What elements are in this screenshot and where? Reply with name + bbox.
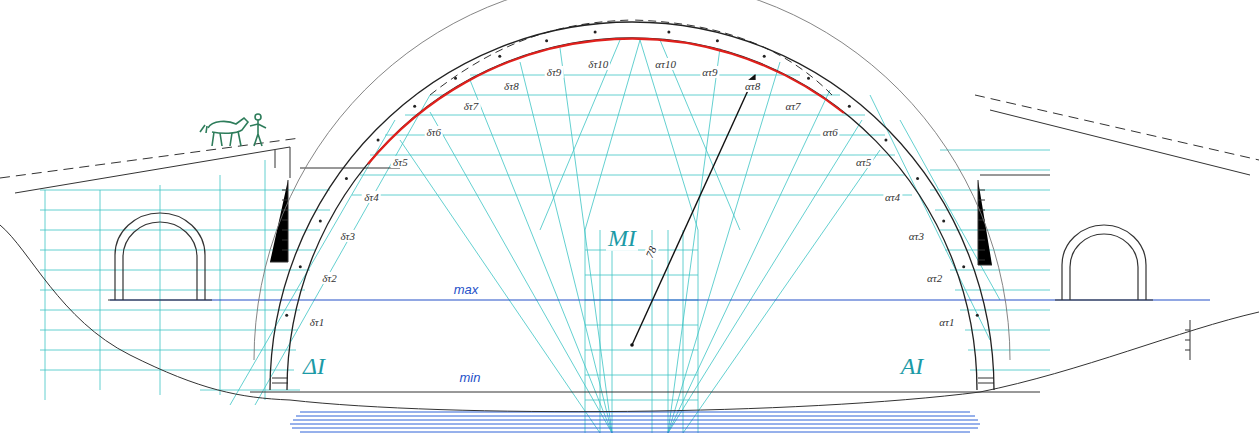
joint-dot bbox=[594, 30, 597, 33]
road-deck bbox=[0, 20, 1259, 193]
voussoir-label: ατ9 bbox=[700, 66, 719, 78]
voussoir-label: δτ10 bbox=[586, 58, 610, 70]
joint-dot bbox=[345, 177, 348, 180]
joint-dot bbox=[916, 177, 919, 180]
dimension-label: 78 bbox=[643, 244, 659, 261]
voussoir-label: δτ9 bbox=[545, 66, 564, 78]
zone-label: ΑΙ bbox=[899, 353, 926, 379]
joint-dot bbox=[716, 39, 719, 42]
water-level-label: max bbox=[452, 283, 481, 297]
water-hatching bbox=[290, 412, 980, 432]
joint-dot bbox=[884, 138, 887, 141]
joint-dot bbox=[667, 30, 670, 33]
voussoir-label: ατ1 bbox=[937, 316, 956, 328]
voussoir-label: δτ2 bbox=[320, 272, 339, 284]
voussoir-label: ατ3 bbox=[907, 230, 926, 242]
flood-tunnel bbox=[108, 213, 1153, 300]
voussoir-label: δτ5 bbox=[391, 156, 410, 168]
joint-dot bbox=[763, 55, 766, 58]
voussoir-label: ατ5 bbox=[854, 156, 873, 168]
joint-dot bbox=[848, 105, 851, 108]
voussoir-label: ατ8 bbox=[743, 80, 762, 92]
max-water-line bbox=[110, 299, 1210, 300]
joint-dot bbox=[454, 77, 457, 80]
joint-dot bbox=[942, 219, 945, 222]
joint-dot bbox=[976, 314, 979, 317]
joint-dot bbox=[962, 265, 965, 268]
voussoir-label: δτ4 bbox=[362, 191, 381, 203]
joint-dot bbox=[807, 77, 810, 80]
zone-label: ΜΙ bbox=[606, 225, 638, 251]
voussoir-label: δτ7 bbox=[462, 100, 481, 112]
joint-dot bbox=[545, 39, 548, 42]
terrain bbox=[0, 225, 1259, 412]
arch bbox=[254, 0, 1010, 390]
water-level-label: min bbox=[458, 371, 483, 385]
voussoir-label: δτ8 bbox=[502, 80, 521, 92]
voussoir-label: ατ4 bbox=[883, 191, 902, 203]
traveller-figure bbox=[200, 114, 266, 146]
construction-grid bbox=[40, 40, 1050, 433]
voussoir-label: ατ10 bbox=[653, 58, 678, 70]
centre-dot bbox=[630, 343, 634, 347]
voussoir-label: ατ7 bbox=[783, 100, 802, 112]
abutment-ticks bbox=[270, 180, 1190, 383]
joint-dot bbox=[498, 55, 501, 58]
joint-dot bbox=[285, 314, 288, 317]
joint-dot bbox=[319, 219, 322, 222]
voussoir-label: ατ2 bbox=[925, 272, 944, 284]
joint-dot bbox=[377, 138, 380, 141]
joint-dot bbox=[299, 265, 302, 268]
radius-arrow bbox=[632, 75, 755, 345]
voussoir-label: δτ3 bbox=[338, 230, 357, 242]
voussoir-label: ατ6 bbox=[821, 125, 840, 137]
joint-dots bbox=[285, 30, 979, 316]
joint-dot bbox=[413, 105, 416, 108]
zone-label: ΔΙ bbox=[301, 353, 327, 379]
voussoir-label: δτ1 bbox=[308, 316, 327, 328]
voussoir-label: δτ6 bbox=[424, 125, 443, 137]
